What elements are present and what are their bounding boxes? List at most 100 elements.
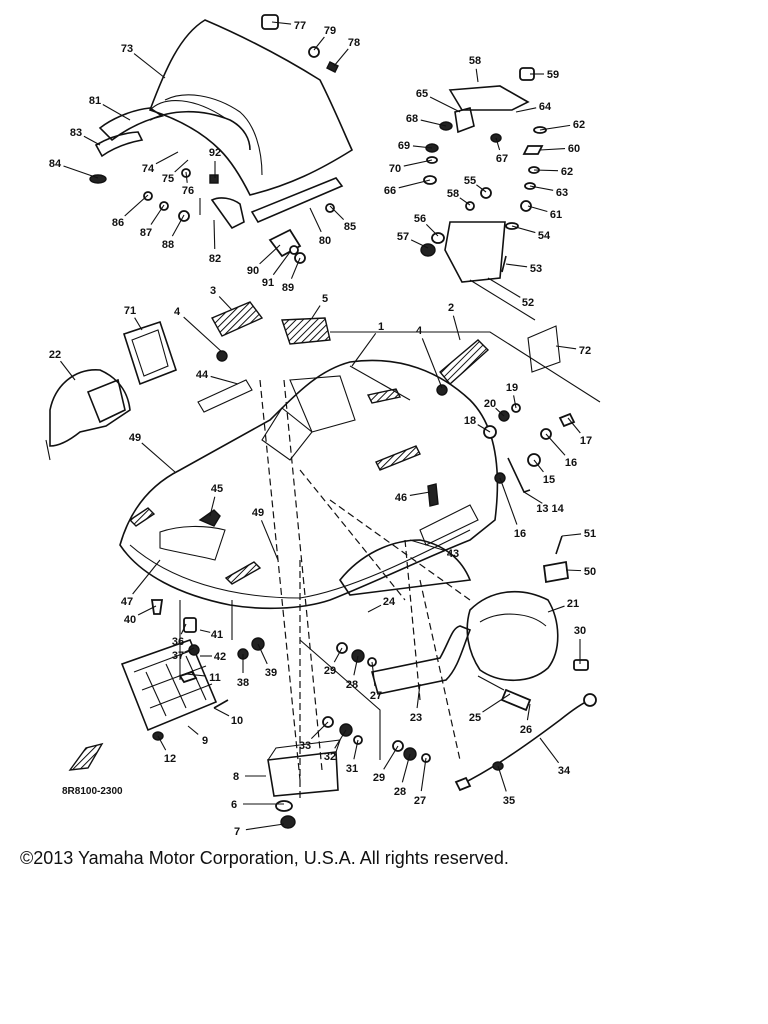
callout-label: 24	[383, 596, 396, 608]
callout-42: 42	[200, 651, 226, 663]
callout-leader	[511, 225, 536, 234]
callout-28: 28	[346, 655, 359, 691]
callout-label: 76	[182, 185, 194, 197]
callout-45: 45	[209, 483, 223, 517]
callout-label: 81	[89, 95, 101, 107]
right-hardware	[427, 403, 576, 584]
callout-leader	[271, 21, 292, 25]
callout-leader	[420, 757, 427, 792]
callout-label: 83	[70, 127, 82, 139]
callout-label: 49	[252, 507, 264, 519]
callout-label: 10	[231, 715, 243, 727]
callout-leader	[526, 703, 531, 721]
bracket	[371, 625, 472, 695]
callout-label: 63	[556, 187, 568, 199]
callout-leader	[187, 725, 199, 735]
callout-leader	[329, 205, 345, 221]
callout-10: 10	[213, 707, 243, 727]
callout-leader	[257, 643, 268, 665]
callout-leader	[403, 159, 433, 167]
callout-5: 5	[311, 293, 328, 319]
frame-and-plate	[122, 320, 561, 386]
callout-leader	[533, 169, 559, 172]
callout-label: 84	[49, 158, 62, 170]
callout-54: 54	[511, 225, 551, 242]
callout-68: 68	[406, 113, 447, 127]
callout-leader	[209, 496, 216, 517]
callout-leader	[272, 251, 291, 276]
callout-78: 78	[333, 37, 360, 67]
callout-55: 55	[464, 175, 487, 193]
callout-30: 30	[574, 625, 586, 664]
callout-4: 4	[416, 325, 443, 389]
callout-19: 19	[506, 382, 518, 409]
callout-label: 3	[210, 285, 216, 297]
callout-label: 27	[370, 690, 382, 702]
callout-label: 4	[174, 306, 181, 318]
callout-label: 49	[129, 432, 141, 444]
callout-label: 23	[410, 712, 422, 724]
callout-label: 91	[262, 277, 274, 289]
callout-leader	[410, 239, 429, 249]
callout-label: 45	[211, 483, 223, 495]
callout-label: 18	[464, 415, 476, 427]
callout-leader	[527, 205, 548, 213]
callout-label: 82	[209, 253, 221, 265]
callout-leader	[425, 223, 439, 237]
callout-leader	[124, 194, 149, 217]
callout-leader	[565, 569, 582, 572]
callout-leader	[334, 729, 347, 749]
callout-leader	[185, 673, 207, 677]
grille	[120, 638, 218, 741]
callout-61: 61	[527, 205, 562, 221]
callout-label: 70	[389, 163, 401, 175]
callout-leader	[353, 739, 359, 760]
callout-label: 22	[49, 349, 61, 361]
callout-89: 89	[282, 257, 301, 294]
callout-label: 59	[547, 69, 559, 81]
callout-label: 26	[520, 724, 532, 736]
callout-66: 66	[384, 179, 431, 197]
side-shield	[339, 539, 472, 596]
callout-leader	[141, 442, 176, 473]
callout-25: 25	[469, 693, 511, 724]
callout-44: 44	[196, 369, 239, 385]
callout-leader	[567, 417, 581, 434]
callout-leader	[523, 491, 543, 504]
callout-leader	[505, 263, 528, 268]
callout-label: 13 14	[536, 503, 564, 515]
callout-8: 8	[233, 771, 266, 783]
callout-label: 69	[398, 140, 410, 152]
callout-11: 11	[185, 672, 221, 684]
callout-64: 64	[515, 101, 552, 113]
callout-63: 63	[529, 185, 568, 199]
callout-1: 1	[351, 321, 384, 367]
callout-31: 31	[346, 739, 359, 775]
callout-leader	[132, 559, 161, 595]
callout-90: 90	[247, 244, 281, 277]
callout-leader	[409, 491, 431, 497]
callout-leader	[310, 721, 329, 740]
callout-83: 83	[70, 127, 101, 146]
callout-leader	[180, 623, 187, 635]
callout-label: 33	[299, 740, 311, 752]
callout-leader	[213, 219, 216, 250]
callout-label: 28	[394, 786, 406, 798]
callout-leader	[134, 317, 143, 331]
callout-leader	[401, 753, 411, 783]
callout-label: 55	[464, 175, 476, 187]
callout-12: 12	[157, 735, 176, 765]
callout-leader	[60, 360, 76, 381]
callout-29: 29	[324, 647, 343, 677]
callout-36: 36	[172, 623, 187, 648]
callout-leader	[421, 338, 443, 389]
callout-label: 28	[346, 679, 358, 691]
hardware-cluster	[150, 599, 431, 763]
callout-35: 35	[497, 765, 515, 807]
callout-81: 81	[89, 95, 131, 121]
parts-diagram: 7779787381838474757692868788829091898085…	[45, 14, 601, 838]
callout-47: 47	[121, 559, 161, 608]
callout-85: 85	[329, 205, 356, 233]
callout-9: 9	[187, 725, 208, 747]
callout-26: 26	[520, 703, 532, 736]
